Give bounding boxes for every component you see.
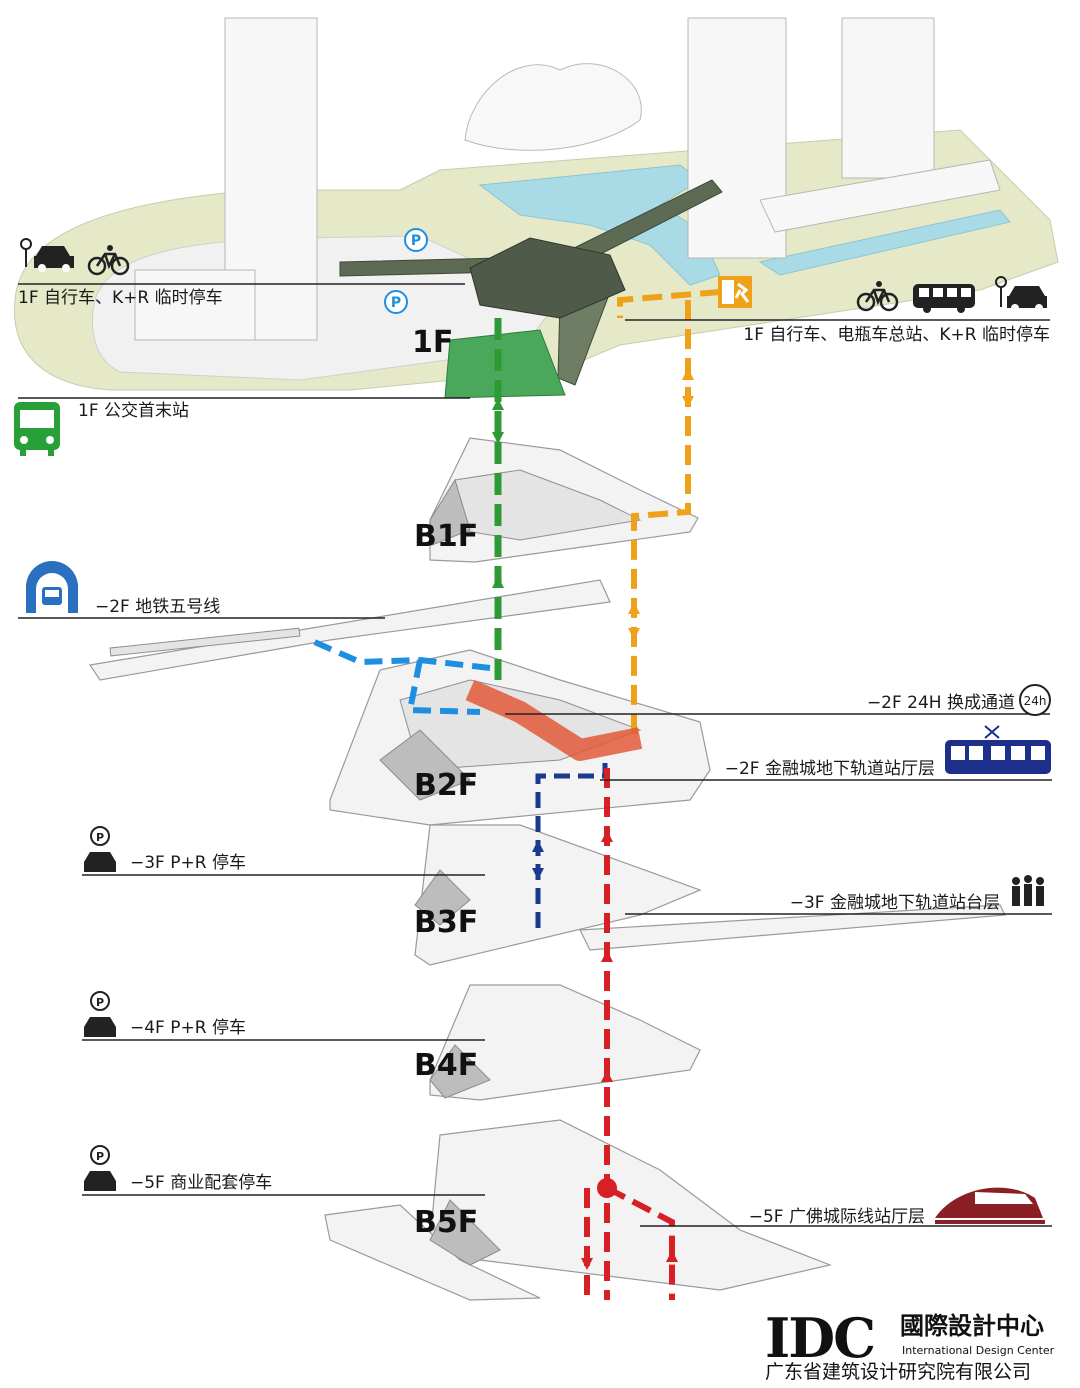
slab-b5f [324, 1119, 833, 1301]
exit-icon [718, 276, 752, 308]
shell-roof [464, 63, 642, 151]
route-red [584, 768, 675, 1300]
label-b2-hall: −2F 金融城地下轨道站厅层 [725, 759, 935, 779]
bus-icon-right [913, 284, 975, 313]
slab-b4f [429, 984, 701, 1101]
site-1f [13, 17, 1059, 399]
intercity-train-icon [935, 1187, 1045, 1224]
label-b5-intercity: −5F 广佛城际线站厅层 [749, 1207, 925, 1227]
tower-right-podium [759, 159, 1001, 233]
svg-text:P: P [96, 996, 104, 1009]
bicycle-icon [87, 245, 130, 276]
svg-text:P: P [391, 295, 401, 311]
parking-pin-icon-site-a: P [404, 228, 428, 252]
idc-logo-mark: IDC [765, 1306, 874, 1370]
idc-logo: IDC 國際設計中心 International Design Center 广… [765, 1306, 1055, 1383]
kr-parking-icon [20, 238, 74, 272]
kr-parking-icon-right [995, 276, 1047, 312]
clock-24h-icon: 24h [1019, 684, 1051, 716]
svg-text:P: P [96, 1150, 104, 1163]
label-b2-metro: −2F 地铁五号线 [95, 597, 220, 617]
floor-label-1f: 1F [412, 325, 453, 360]
label-b4-parking: −4F P+R 停车 [130, 1018, 246, 1038]
parking-car-icon-b4: P [84, 991, 116, 1037]
svg-text:24h: 24h [1024, 694, 1047, 708]
leader-lines [18, 283, 1052, 1227]
parking-car-icon-b3: P [84, 826, 116, 872]
station-hub [469, 237, 626, 319]
parking-pin-icon-site-b: P [384, 290, 408, 314]
floor-label-b3f: B3F [414, 905, 478, 940]
bicycle-icon-right [856, 281, 899, 312]
label-b3-platform: −3F 金融城地下轨道站台层 [790, 893, 1000, 913]
institute-name: 广东省建筑设计研究院有限公司 [765, 1361, 1031, 1383]
label-b3-parking: −3F P+R 停车 [130, 853, 246, 873]
label-b5-parking: −5F 商业配套停车 [130, 1173, 272, 1193]
floor-label-b4f: B4F [414, 1048, 478, 1083]
floor-label-b2f: B2F [414, 768, 478, 803]
label-b2-24h: −2F 24H 换成通道 [867, 693, 1015, 713]
svg-text:P: P [411, 233, 421, 249]
route-arrows [492, 368, 694, 1270]
route-red-node [597, 1178, 617, 1198]
route-blue [308, 637, 491, 715]
metro-icon [26, 561, 78, 613]
svg-text:P: P [96, 831, 104, 844]
parking-car-icon-b5: P [84, 1145, 116, 1191]
water-channel-east [758, 209, 1011, 276]
flow-routes [308, 289, 721, 1300]
bus-icon [14, 402, 60, 456]
tram-icon [945, 725, 1051, 774]
tower-left-podium [134, 269, 256, 341]
label-1f-bus: 1F 公交首末站 [78, 401, 189, 421]
floor-label-b5f: B5F [414, 1205, 478, 1240]
label-1f-right: 1F 自行车、电瓶车总站、K+R 临时停车 [743, 325, 1050, 345]
crowd-icon [1012, 875, 1044, 906]
idc-logo-cn: 國際設計中心 [900, 1312, 1044, 1340]
label-1f-left: 1F 自行车、K+R 临时停车 [18, 288, 223, 308]
floor-label-b1f: B1F [414, 519, 478, 554]
route-transfer [465, 679, 643, 761]
bus-terminal [444, 329, 566, 399]
idc-logo-en: International Design Center [902, 1344, 1055, 1357]
tower-right-b [841, 17, 935, 179]
